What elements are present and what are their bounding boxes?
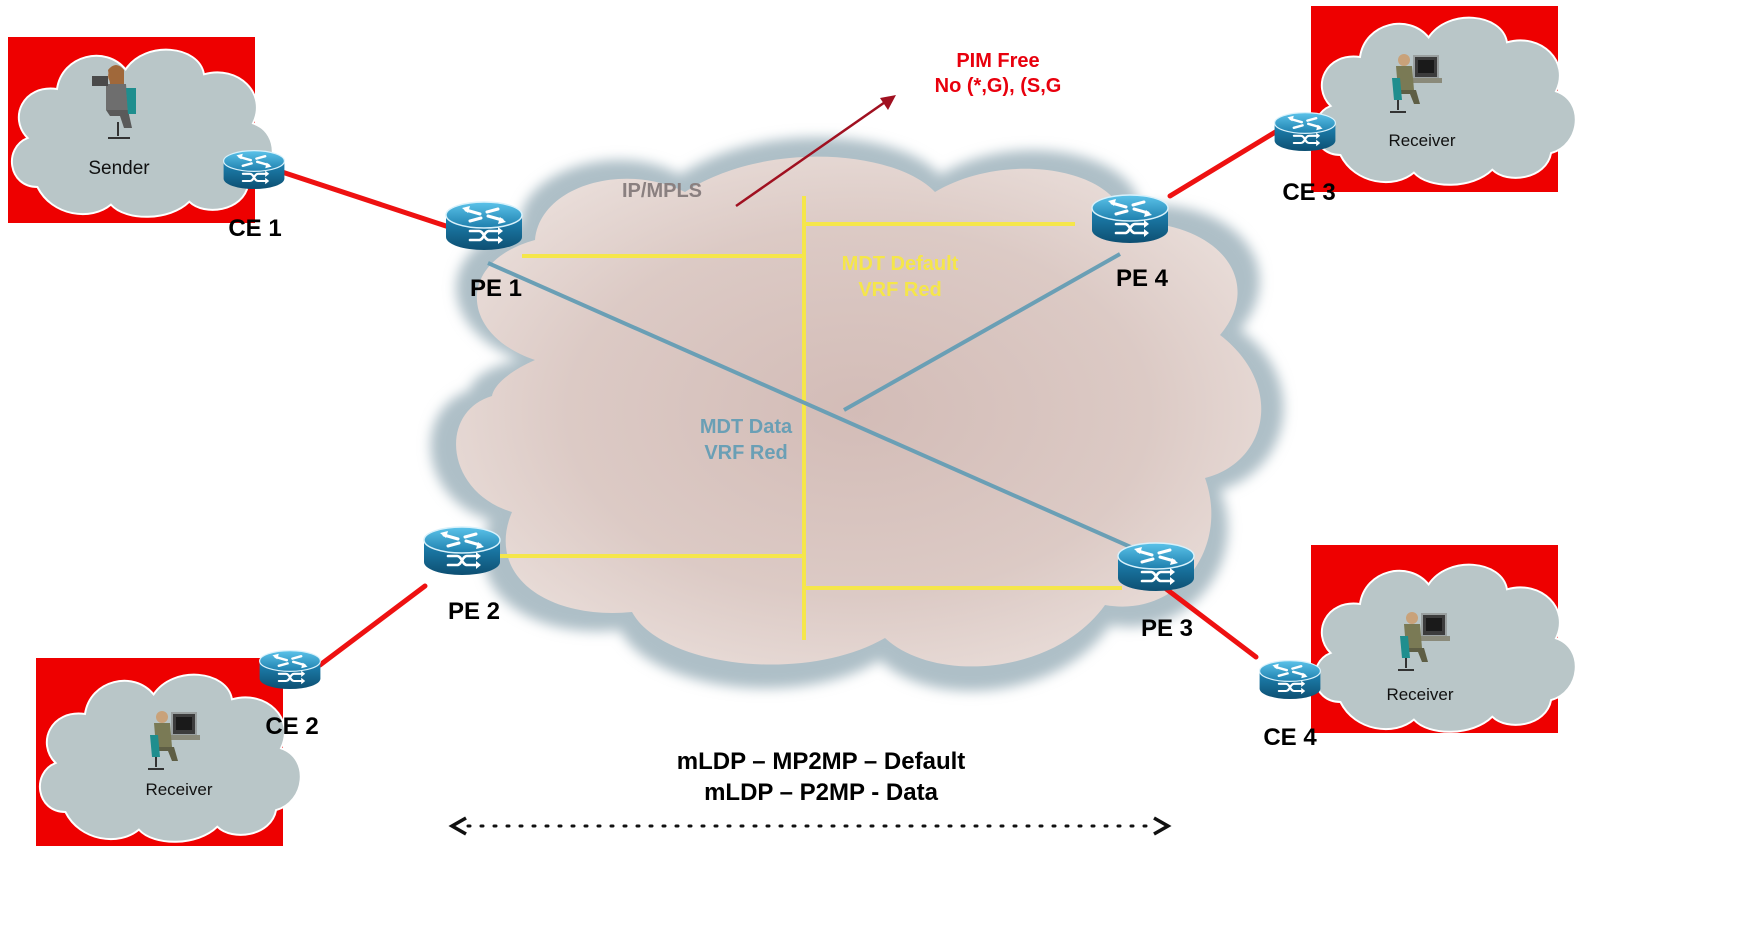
annotation-arrow-icon — [735, 95, 896, 208]
pe1-label: PE 1 — [470, 275, 522, 302]
site-receiver-ce4 — [1311, 545, 1577, 733]
mdt-data-line2: VRF Red — [704, 442, 787, 464]
core-cloud-icon — [430, 137, 1284, 691]
mdt-data-tree — [487, 252, 1143, 554]
pe3-label: PE 3 — [1141, 615, 1193, 642]
mdt-data-pe1-pe3 — [487, 261, 1143, 554]
router-icon[interactable] — [1258, 659, 1322, 701]
core-label: IP/MPLS — [622, 180, 702, 202]
access-links — [279, 125, 1285, 668]
mdt-default-line2: VRF Red — [858, 279, 941, 301]
ce1-label: CE 1 — [228, 215, 281, 242]
receiver-ce2-label: Receiver — [145, 780, 212, 799]
receiver-ce4-label: Receiver — [1386, 685, 1453, 704]
router-icon[interactable] — [1090, 193, 1170, 245]
router-icon[interactable] — [1116, 541, 1196, 593]
ce2-label: CE 2 — [265, 713, 318, 740]
receiver-ce3-label: Receiver — [1388, 131, 1455, 150]
router-icon[interactable] — [444, 200, 524, 252]
link-pe3-ce4 — [1162, 585, 1259, 660]
link-pe4-ce3 — [1167, 125, 1285, 199]
annotation-line2: No (*,G), (S,G — [935, 75, 1062, 97]
ce4-label: CE 4 — [1263, 724, 1317, 751]
site-receiver-ce3 — [1311, 6, 1577, 192]
sender-label: Sender — [88, 158, 150, 179]
router-icon[interactable] — [422, 525, 502, 577]
link-pe2-ce2 — [317, 583, 428, 668]
footer-line2: mLDP – P2MP - Data — [704, 779, 939, 806]
ce3-label: CE 3 — [1282, 179, 1335, 206]
site-sender — [8, 37, 274, 223]
site-receiver-ce2 — [36, 658, 302, 846]
annotation-line1: PIM Free — [956, 50, 1039, 72]
pe4-label: PE 4 — [1116, 265, 1169, 292]
link-ce1-pe1 — [279, 169, 455, 231]
double-arrow-icon — [448, 816, 1172, 836]
mdt-data-line1: MDT Data — [700, 416, 793, 438]
router-icon[interactable] — [222, 149, 286, 191]
router-icon[interactable] — [1273, 111, 1337, 153]
mdt-data-branch-pe4 — [843, 252, 1121, 412]
router-icon[interactable] — [258, 649, 322, 691]
mdt-default-tree — [496, 196, 1122, 640]
mdt-default-line1: MDT Default — [842, 253, 959, 275]
footer-line1: mLDP – MP2MP – Default — [677, 748, 966, 775]
pe2-label: PE 2 — [448, 598, 500, 625]
